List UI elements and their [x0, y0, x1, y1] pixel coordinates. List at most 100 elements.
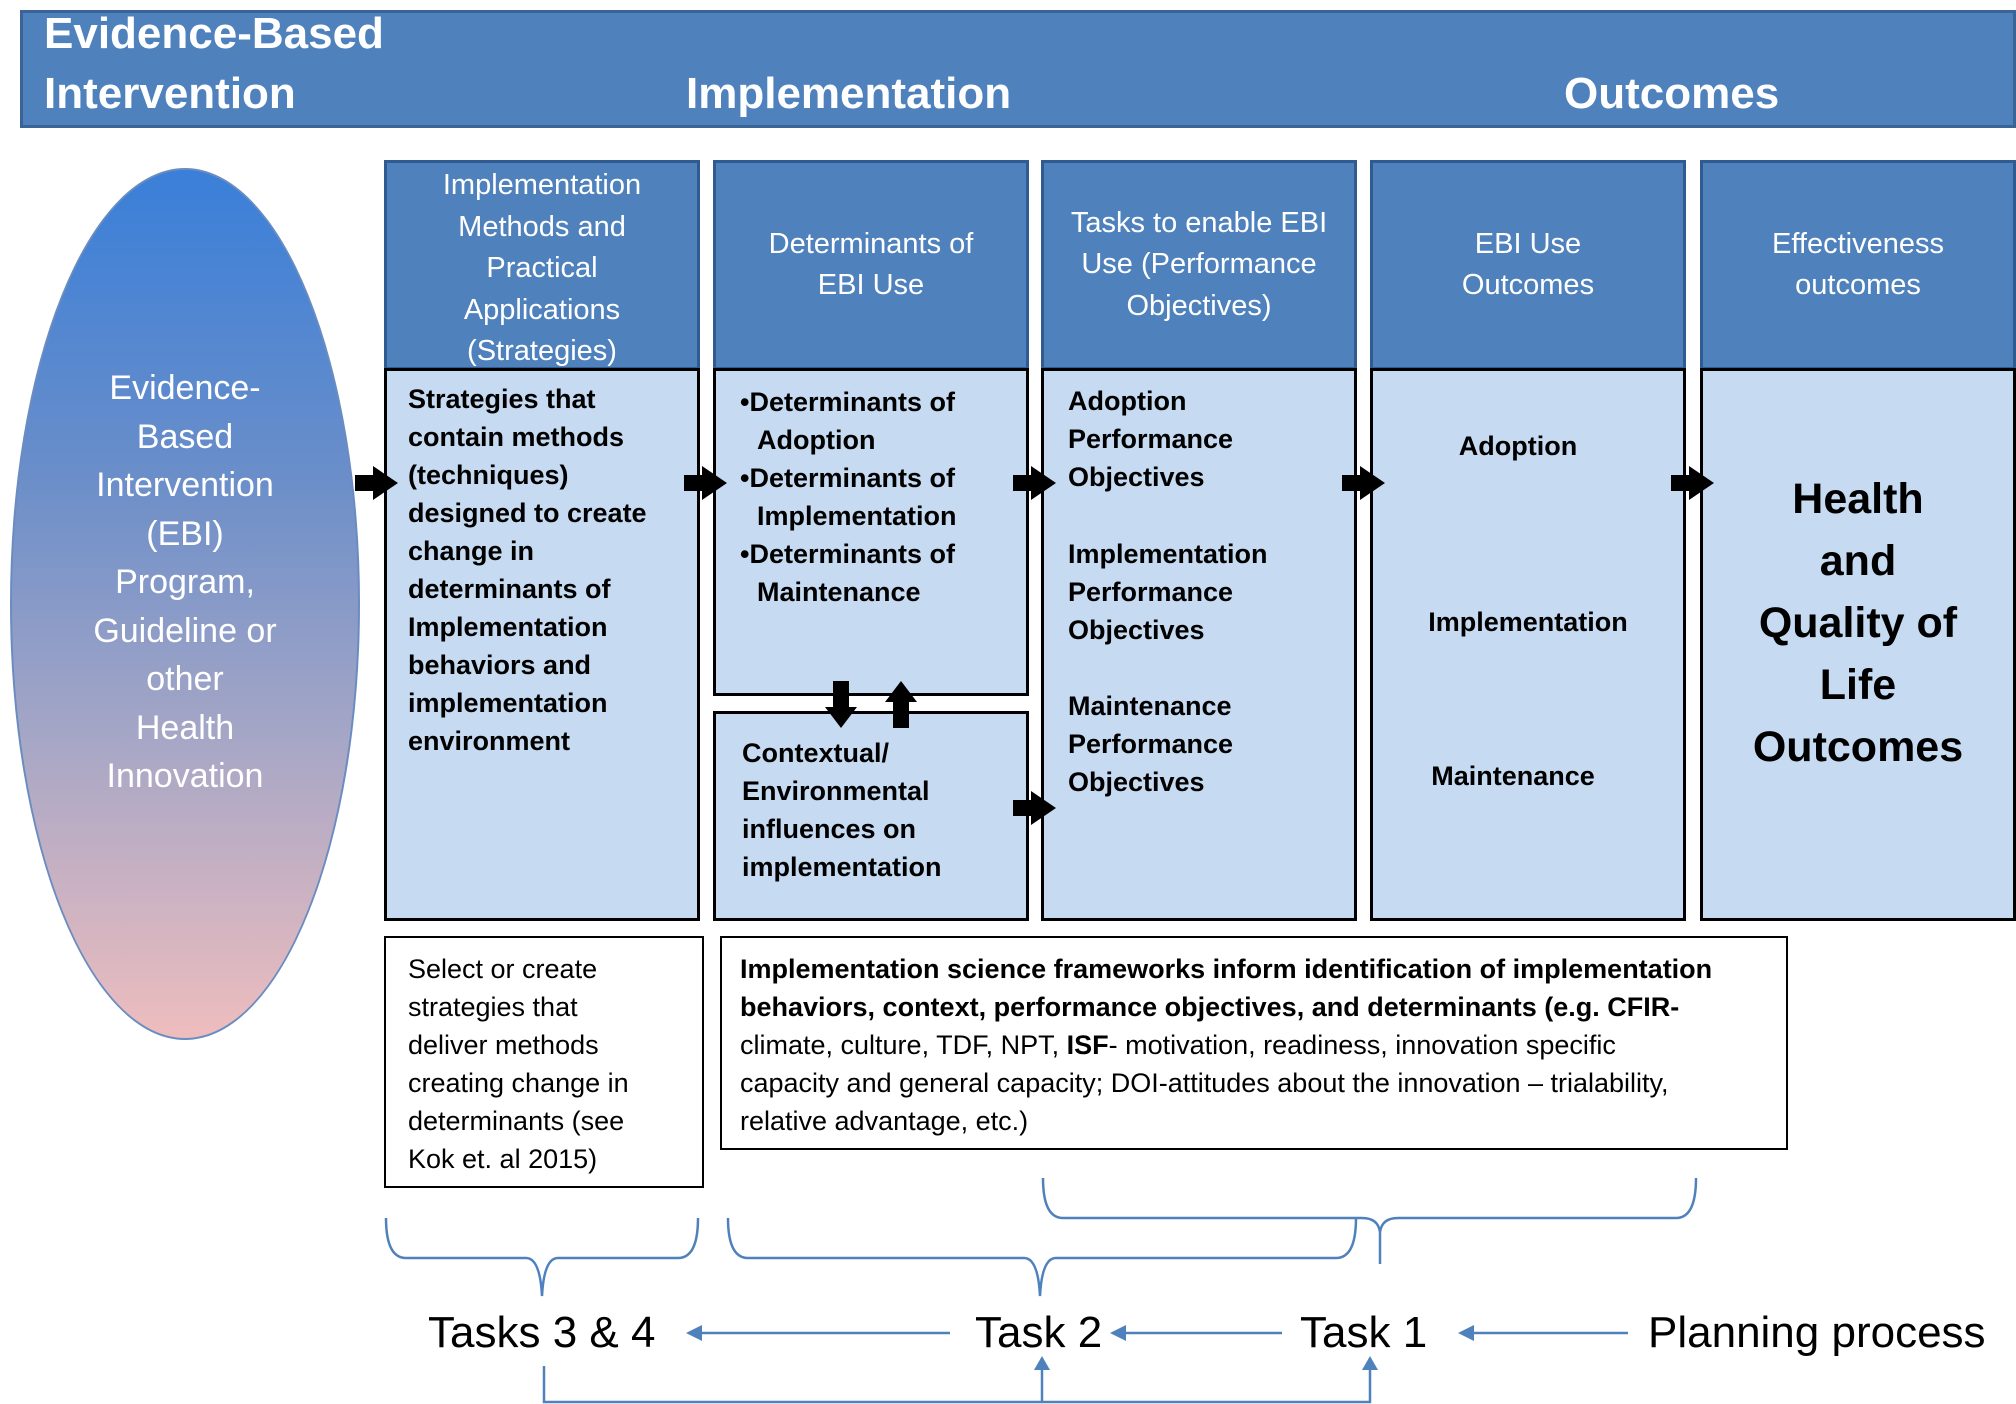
strategies-body-text: Strategies that contain methods (techniq… — [408, 380, 698, 760]
ebi-use-body — [1370, 368, 1686, 921]
tasks-line: Performance — [1068, 729, 1234, 759]
tasks-line: Performance — [1068, 577, 1234, 607]
determinants-header: Determinants of EBI Use — [713, 160, 1029, 370]
arrowhead-tasks-3-4 — [686, 1325, 702, 1341]
tasks-body — [1041, 368, 1357, 921]
strategies-header: Implementation Methods and Practical App… — [384, 160, 700, 370]
effectiveness-text: Health and Quality of Life Outcomes — [1700, 468, 2016, 778]
banner-outcomes-title: Outcomes — [1564, 69, 1780, 118]
ebi-ellipse — [10, 168, 360, 1040]
tasks-line: Performance — [1068, 424, 1234, 454]
effectiveness-line: and — [1819, 537, 1897, 585]
arrow-determinants-to-tasks — [1013, 466, 1056, 500]
tasks-line: Objectives — [1068, 462, 1205, 492]
process-task-1: Task 1 — [1300, 1308, 1428, 1357]
strategies-body — [384, 368, 700, 921]
tasks-group-maintenance: Maintenance Performance Objectives — [1068, 687, 1353, 801]
ebi-use-adoption: Adoption — [1458, 431, 1578, 461]
tasks-header-line: Tasks to enable EBI — [1070, 206, 1328, 239]
frameworks-text: climate, culture, TDF, NPT, — [740, 1030, 1067, 1060]
strategies-body-line: designed to create — [408, 498, 647, 528]
frameworks-line: capacity and general capacity; DOI-attit… — [740, 1068, 1669, 1098]
ebi-use-header-line: EBI Use — [1474, 227, 1582, 260]
tasks-line: Adoption — [1068, 386, 1187, 416]
tasks-header-line: Use (Performance — [1081, 248, 1317, 281]
determinants-body — [713, 368, 1029, 696]
contextual-line: Environmental — [742, 776, 930, 806]
frameworks-line: behaviors, context, performance objectiv… — [740, 992, 1680, 1022]
determinant-label: Determinants of — [749, 463, 955, 493]
frameworks-line: climate, culture, TDF, NPT, ISF- motivat… — [740, 1026, 1786, 1064]
process-task-2: Task 2 — [975, 1308, 1103, 1357]
effectiveness-body — [1700, 368, 2016, 921]
determinant-item-adoption: •Determinants of Adoption — [740, 383, 1025, 459]
banner-ebi-title: Evidence-Based Intervention — [44, 4, 384, 124]
tasks-line: Implementation — [1068, 539, 1268, 569]
effectiveness-header-line: outcomes — [1795, 269, 1921, 301]
select-note-line: strategies that — [408, 992, 578, 1022]
determinant-item-implementation: •Determinants of Implementation — [740, 459, 1025, 535]
arrow-tasks-to-ebi-use — [1342, 466, 1385, 500]
tasks-group-implementation: Implementation Performance Objectives — [1068, 535, 1353, 649]
arrow-down-to-contextual — [825, 681, 857, 728]
ebi-use-implementation: Implementation — [1428, 607, 1628, 637]
arrow-strategies-to-determinants — [684, 466, 727, 500]
contextual-line: Contextual/ — [742, 738, 890, 768]
ebi-line: Evidence- — [109, 369, 261, 407]
frameworks-text: - motivation, readiness, innovation spec… — [1108, 1030, 1616, 1060]
ebi-line: Based — [136, 417, 234, 456]
strategies-body-line: determinants of — [408, 574, 611, 604]
select-note-line: creating change in — [408, 1068, 629, 1098]
strategies-body-line: contain methods — [408, 422, 625, 452]
process-tasks-3-4: Tasks 3 & 4 — [428, 1308, 656, 1357]
effectiveness-line: Outcomes — [1752, 723, 1964, 771]
select-note-line: Select or create — [408, 954, 598, 984]
strategies-header-line: Applications — [463, 293, 621, 326]
ebi-line: Intervention — [96, 466, 274, 504]
ebi-line: Health — [135, 708, 235, 747]
determinants-header-line: Determinants of — [768, 227, 974, 260]
ebi-line: Program, — [115, 563, 255, 601]
header-banner — [20, 10, 2016, 128]
arrowhead-feedback-task-2 — [1034, 1356, 1050, 1370]
determinant-label: Adoption — [757, 425, 876, 455]
bullet-icon: • — [740, 463, 750, 493]
frameworks-line: relative advantage, etc.) — [740, 1106, 1029, 1136]
arrow-ebi-to-strategies — [355, 466, 398, 500]
strategies-header-line: Methods and — [458, 210, 626, 243]
contextual-line: implementation — [742, 852, 942, 882]
effectiveness-line: Quality of — [1758, 599, 1958, 647]
strategies-body-line: environment — [408, 726, 571, 756]
effectiveness-line: Health — [1792, 475, 1924, 523]
frameworks-line: Implementation science frameworks inform… — [740, 954, 1713, 984]
arrowhead-task-2 — [1110, 1325, 1126, 1341]
banner-ebi-line2: Intervention — [44, 69, 296, 118]
brace-tasks-3-4 — [384, 1217, 700, 1297]
tasks-line: Maintenance — [1068, 691, 1232, 721]
determinant-item-maintenance: •Determinants of Maintenance — [740, 535, 1025, 611]
determinants-header-line: EBI Use — [817, 269, 925, 301]
determinant-label: Maintenance — [757, 577, 921, 607]
process-planning: Planning process — [1648, 1308, 1986, 1357]
ebi-line: Innovation — [106, 757, 264, 795]
arrow-contextual-to-tasks — [1013, 791, 1056, 825]
determinant-label: Implementation — [757, 501, 957, 531]
select-note-line: determinants (see — [408, 1106, 625, 1136]
ebi-use-header-line: Outcomes — [1461, 269, 1595, 301]
frameworks-isf: ISF — [1066, 1030, 1109, 1060]
strategies-body-line: (techniques) — [408, 460, 569, 490]
determinant-label: Determinants of — [749, 387, 955, 417]
tasks-group-adoption: Adoption Performance Objectives — [1068, 382, 1353, 496]
effectiveness-header-line: Effectiveness — [1772, 227, 1944, 260]
frameworks-note: Implementation science frameworks inform… — [720, 936, 1788, 1150]
arrow-up-to-determinants — [885, 681, 917, 728]
contextual-line: influences on — [742, 814, 917, 844]
strategies-body-line: behaviors and — [408, 650, 592, 680]
banner-implementation-title: Implementation — [686, 69, 1012, 118]
tasks-header: Tasks to enable EBI Use (Performance Obj… — [1041, 160, 1357, 370]
feedback-loop — [542, 1366, 1372, 1404]
tasks-line: Objectives — [1068, 615, 1205, 645]
strategies-header-line: (Strategies) — [467, 335, 617, 368]
ebi-line: Guideline or — [93, 611, 277, 650]
